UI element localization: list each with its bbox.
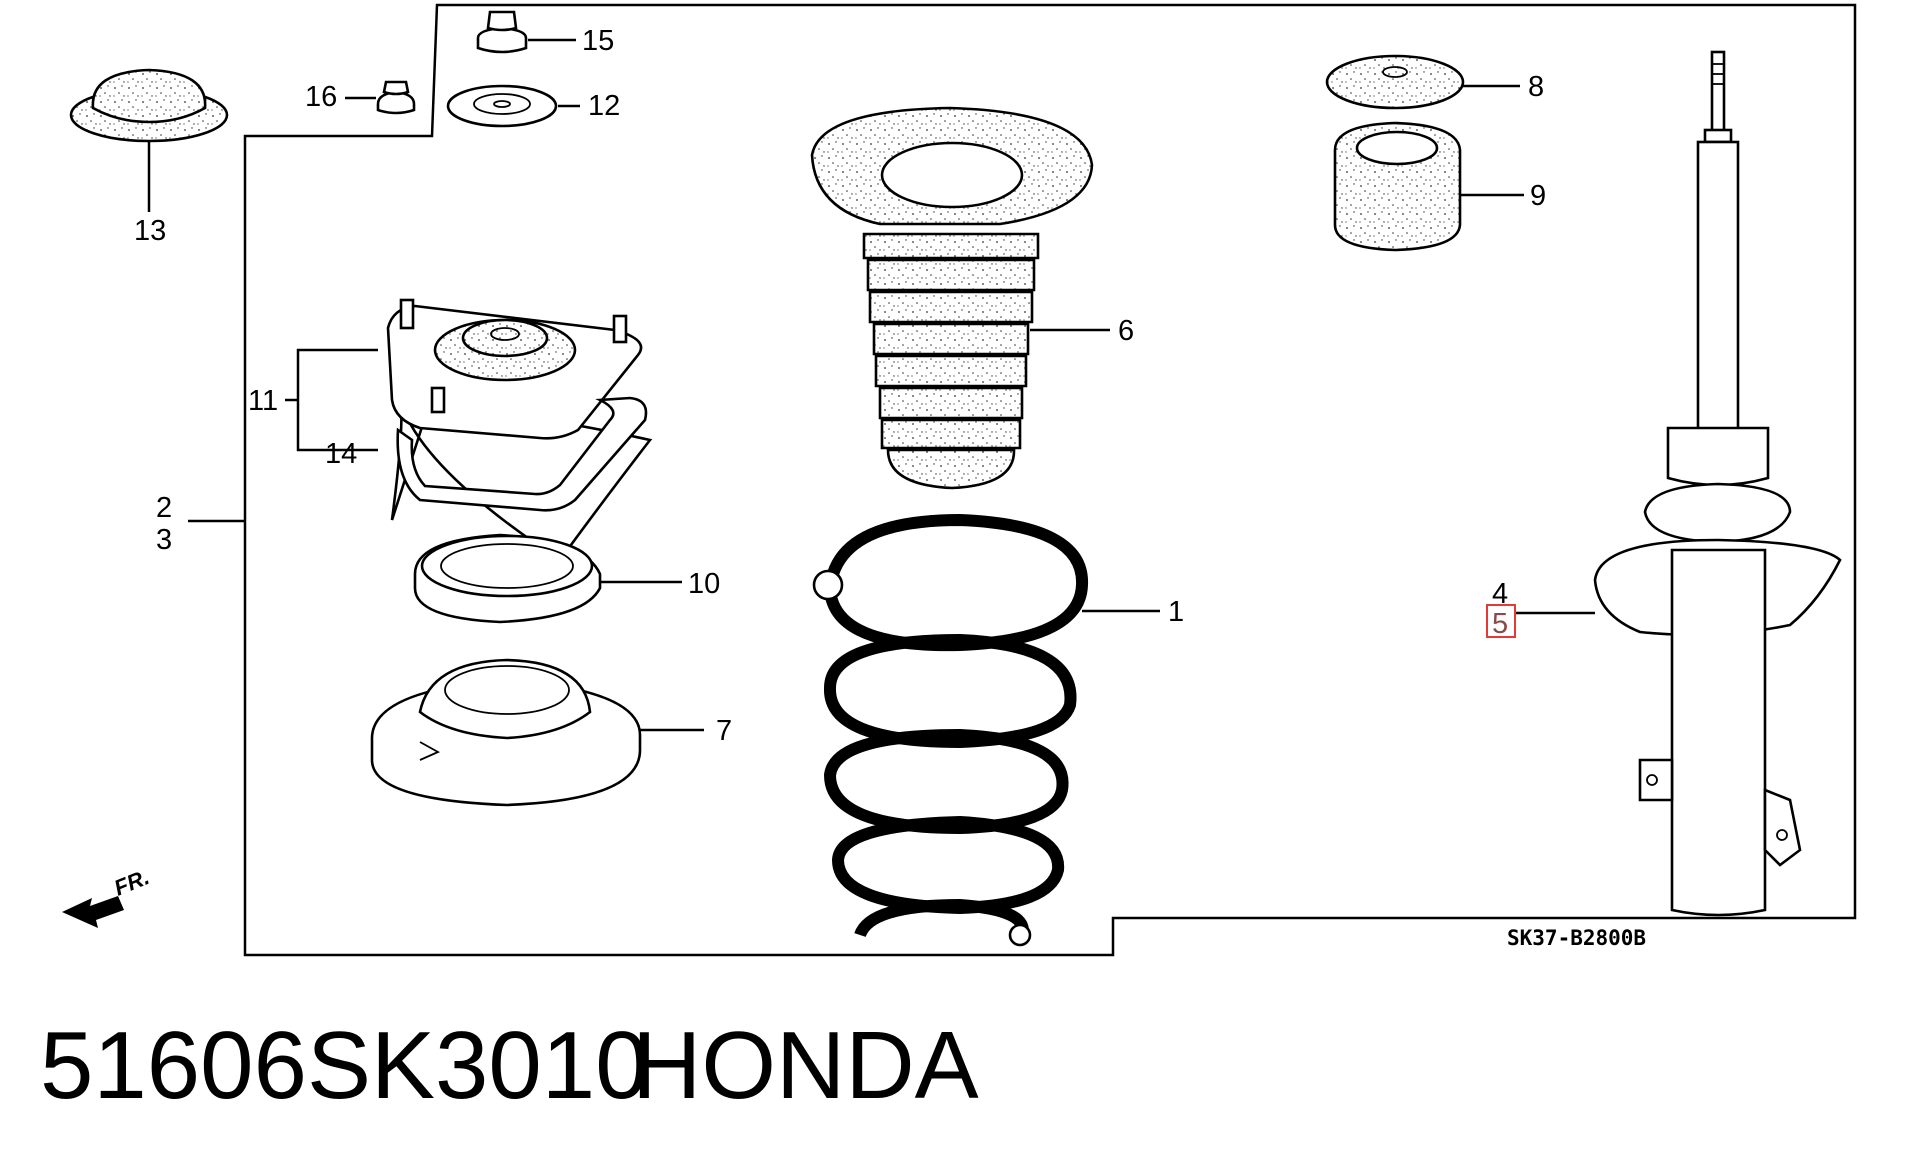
callout-14: 14 [325,438,357,470]
part-number: 51606SK3010 [40,1012,649,1119]
callout-13: 13 [134,215,166,247]
assembly-frame [243,3,1857,957]
part-9-rubber [1333,121,1524,252]
callout-2: 2 [156,492,172,524]
part-4-5-strut [1514,50,1842,917]
part-14-gasket [396,396,648,512]
brand-name: HONDA [632,1012,979,1119]
diagram-reference-code: SK37-B2800B [1507,926,1646,950]
callout-11: 11 [248,385,278,417]
bracket-11-14 [296,348,378,452]
callout-4: 4 [1492,578,1508,610]
part-7-seat [370,658,704,807]
callout-3: 3 [156,524,172,556]
part-15-nut [476,10,576,54]
callout-1: 1 [1168,596,1184,628]
part-13-cap [69,68,229,212]
part-6-boot [810,106,1110,490]
callout-9: 9 [1530,180,1546,212]
front-direction-arrow-icon: FR. [62,864,153,928]
callout-5[interactable]: 5 [1492,608,1508,640]
callout-5-highlight-box [1486,604,1516,638]
part-1-spring [812,513,1160,947]
part-16-nut [345,80,416,115]
callout-8: 8 [1528,71,1544,103]
callout-6: 6 [1118,315,1134,347]
callout-15: 15 [582,25,614,57]
callout-10: 10 [688,568,720,600]
part-8-washer [1325,54,1520,110]
callout-12: 12 [588,90,620,122]
callout-7: 7 [716,715,732,747]
part-10-bearing [413,533,682,624]
part-12-washer [446,84,580,128]
callout-16: 16 [305,81,337,113]
direction-label: FR. [111,864,153,900]
